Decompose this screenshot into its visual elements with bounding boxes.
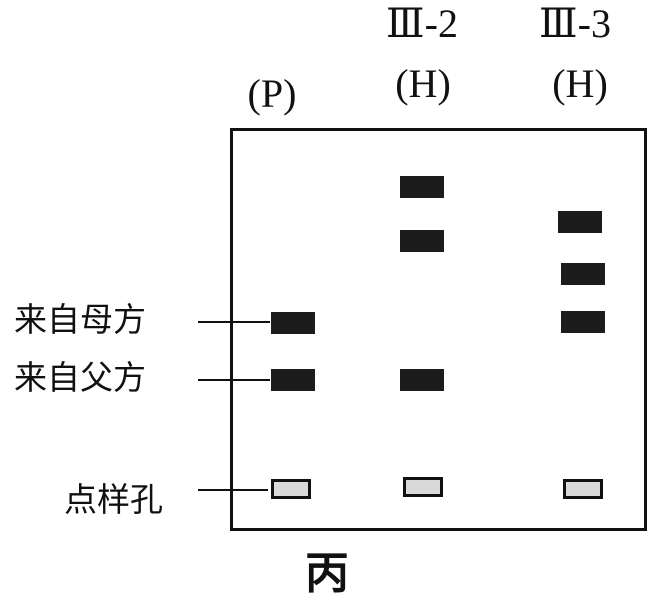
- leader-paternal: [198, 379, 270, 381]
- lane-iii3-title: Ⅲ-3: [539, 1, 611, 46]
- gel-electrophoresis-panel: [230, 128, 647, 531]
- band-iii2-1: [400, 176, 444, 198]
- band-iii3-2: [561, 263, 605, 285]
- band-iii2-3: [400, 369, 444, 391]
- band-p-maternal: [271, 312, 315, 334]
- lane-iii2-subtitle: (H): [395, 61, 451, 106]
- leader-well: [198, 489, 268, 491]
- label-paternal: 来自父方: [14, 358, 146, 397]
- band-iii3-3: [561, 311, 605, 333]
- lane-p-subtitle: (P): [247, 71, 297, 116]
- lane-iii2-title: Ⅲ-2: [386, 1, 458, 46]
- label-well: 点样孔: [64, 480, 163, 519]
- band-iii3-1: [558, 211, 602, 233]
- leader-maternal: [198, 321, 270, 323]
- well-iii3: [563, 479, 603, 499]
- lane-iii3-subtitle: (H): [552, 61, 608, 106]
- well-iii2: [403, 477, 443, 497]
- figure-caption: 丙: [305, 548, 349, 599]
- well-p: [271, 479, 311, 499]
- label-maternal: 来自母方: [14, 300, 146, 339]
- band-p-paternal: [271, 369, 315, 391]
- band-iii2-2: [400, 230, 444, 252]
